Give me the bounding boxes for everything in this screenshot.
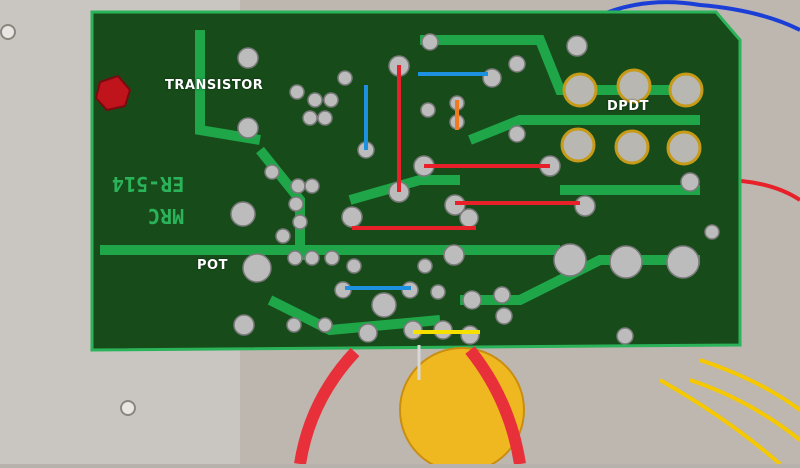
- label-dpdt: DPDT: [607, 99, 649, 114]
- label-transistor: TRANSISTOR: [165, 78, 264, 93]
- red-wire-right: [465, 346, 526, 465]
- jumper-annotations: [345, 65, 580, 334]
- label-pot: POT: [197, 258, 228, 273]
- red-screw: [94, 74, 132, 112]
- red-wire-left: [294, 347, 360, 465]
- silkscreen-brand: MRC: [148, 204, 185, 228]
- silkscreen-part-number: ER-514: [112, 172, 185, 196]
